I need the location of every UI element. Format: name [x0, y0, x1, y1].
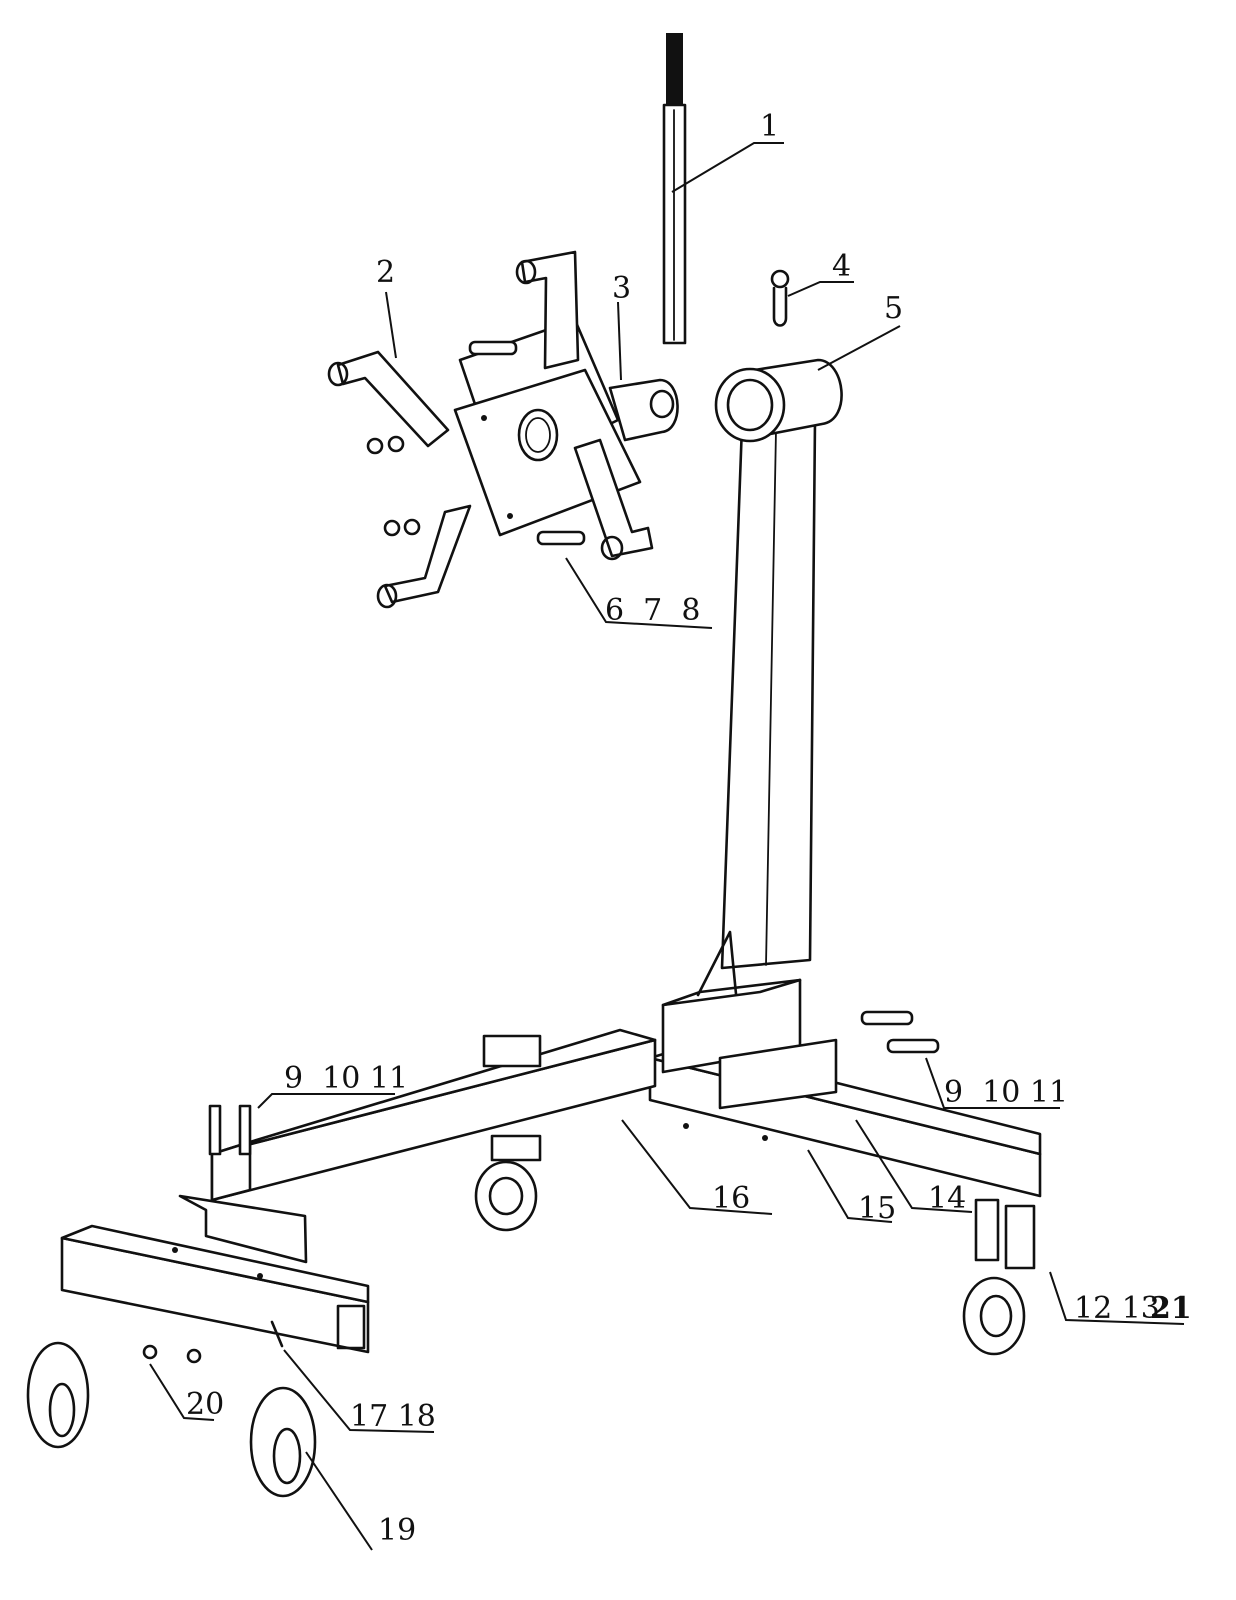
label-part-2: 2 — [376, 255, 395, 290]
caster-wheels — [26, 1160, 1026, 1498]
label-part-19: 19 — [378, 1513, 416, 1548]
label-parts-9-10-11-left: 9 10 11 — [284, 1061, 408, 1096]
leader-lines — [149, 142, 1185, 1551]
label-part-16: 16 — [712, 1181, 750, 1216]
label-parts-12-13: 12 13 — [1074, 1291, 1160, 1326]
loose-nuts — [142, 1320, 284, 1364]
label-part-20: 20 — [186, 1387, 224, 1422]
caster-left-front — [26, 1341, 90, 1449]
arm-nuts — [366, 435, 421, 537]
caster-mid — [474, 1160, 538, 1232]
upright-column — [714, 358, 843, 970]
label-parts-6-7-8: 6 7 8 — [605, 593, 700, 628]
label-part-21: 21 — [1150, 1291, 1192, 1326]
label-part-1: 1 — [760, 109, 779, 144]
label-part-14: 14 — [928, 1181, 966, 1216]
lock-pin — [770, 269, 790, 327]
caster-center-front — [249, 1386, 317, 1498]
arm-bolts — [468, 340, 586, 546]
label-parts-9-10-11-right: 9 10 11 — [944, 1075, 1068, 1110]
label-part-4: 4 — [832, 249, 851, 284]
label-part-5: 5 — [884, 291, 903, 326]
base-frame — [60, 930, 1042, 1354]
handle-bar — [662, 33, 687, 345]
label-part-3: 3 — [612, 271, 631, 306]
caster-right-rear — [962, 1276, 1026, 1356]
label-part-15: 15 — [858, 1191, 896, 1226]
adapter-arms — [327, 250, 654, 609]
part-labels: 1 2 3 4 5 6 7 8 9 10 11 9 10 11 12 13 21… — [186, 109, 1192, 1548]
label-parts-17-18: 17 18 — [350, 1399, 436, 1434]
